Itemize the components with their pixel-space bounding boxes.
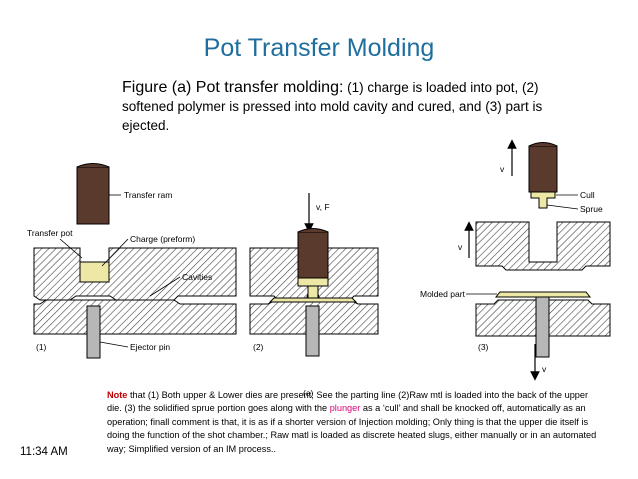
stage-2-label: (2) [253,342,264,352]
label-transfer-pot: Transfer pot [27,228,73,238]
label-v-bottom: v [542,364,547,374]
slide-title: Pot Transfer Molding [203,34,435,62]
molded-part [494,291,592,298]
transfer-ram [528,145,558,193]
ejector-pin [535,296,550,358]
transfer-ram [76,166,110,225]
label-charge: Charge (preform) [130,234,195,244]
plunger-keyword: plunger [329,403,361,414]
transfer-ram [297,231,329,279]
label-molded-part: Molded part [420,289,466,299]
note-text-1: that (1) Both upper & Lower dies are pre… [107,390,589,414]
ejector-pin [305,305,320,357]
stage-1-loading: Transfer ram Transfer pot Charge (prefor… [27,163,237,359]
label-cavities: Cavities [182,272,212,282]
ejector-pin [86,305,101,359]
label-ejector-pin: Ejector pin [130,342,170,352]
note-text-2: as a ‘cull’ and shall be knocked off, au… [107,403,597,454]
stage-3-ejection: v Cull Sprue v Molded part v (3) [420,139,611,381]
lower-die [33,299,237,335]
figure-caption: Figure (a) Pot transfer molding: (1) cha… [122,78,592,135]
molded-part-cured [268,297,358,303]
caption-lead: Figure (a) Pot transfer molding: [122,79,344,96]
label-transfer-ram: Transfer ram [124,190,172,200]
stage-2-pressing: v, F (2) [249,193,379,357]
stage-1-label: (1) [36,342,47,352]
softened-polymer [297,277,329,287]
note-keyword: Note [107,390,128,400]
sprue-polymer [307,285,319,299]
label-force: v, F [316,202,330,212]
cull [530,191,556,209]
label-cull: Cull [580,190,595,200]
label-v-top: v [500,164,505,174]
upper-die [475,221,611,271]
slide-time: 11:34 AM [20,446,68,458]
stage-3-label: (3) [478,342,489,352]
label-v-mid: v [458,242,463,252]
charge-preform [79,261,110,283]
label-sprue: Sprue [580,204,603,214]
caption-text: (1) charge is loaded into pot, (2) softe… [122,80,543,133]
figure-sub-label: (a) [303,388,314,398]
note-paragraph: Note that (1) Both upper & Lower dies ar… [107,389,599,456]
